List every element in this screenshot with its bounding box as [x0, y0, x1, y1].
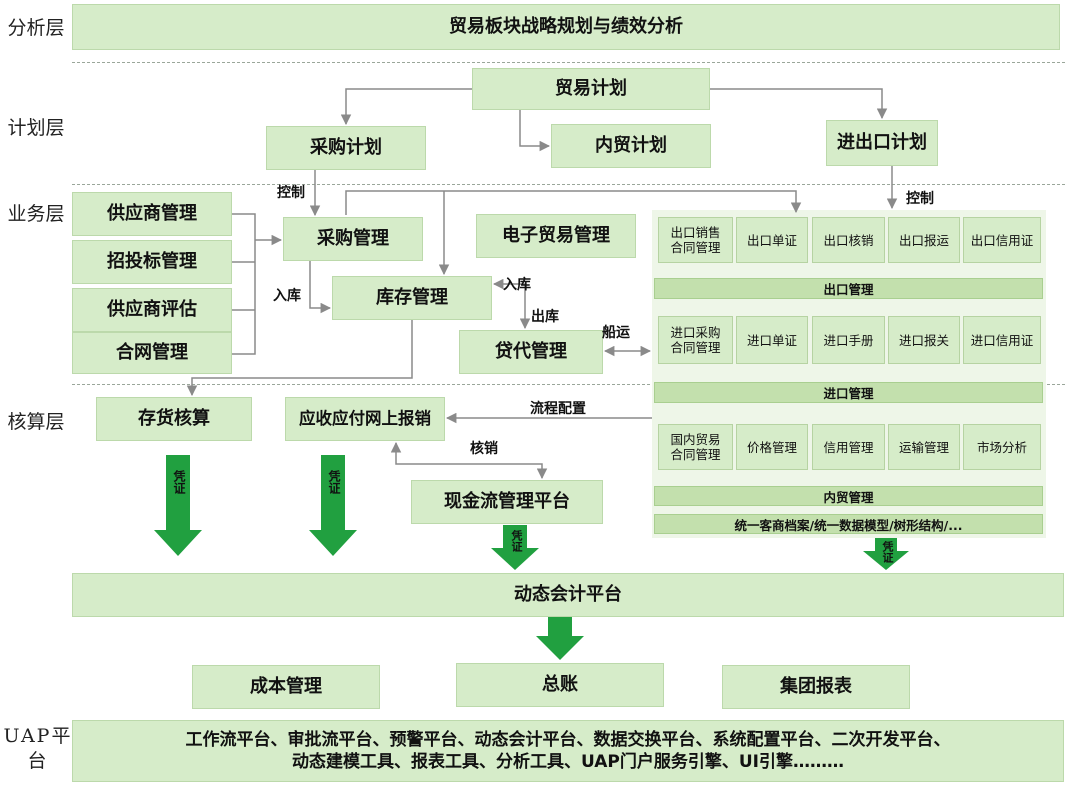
- voucher-label-ar-ap: 凭证: [327, 470, 341, 494]
- label-write-off: 核销: [470, 441, 498, 457]
- export-item: 出口信用证: [963, 217, 1041, 263]
- label-flow-config: 流程配置: [530, 401, 586, 417]
- voucher-arrow-cash-flow: [491, 525, 539, 570]
- voucher-arrow-inventory: [154, 455, 202, 556]
- connector-trade-to-domestic-plan: [519, 110, 551, 152]
- bidding-mgmt-box: 招投标管理: [72, 240, 232, 284]
- import-item: 进口信用证: [963, 316, 1041, 364]
- layer-label-plan: 计划层: [7, 117, 65, 139]
- cash-flow-platform-box: 现金流管理平台: [411, 480, 603, 524]
- contract-mgmt-box: 合网管理: [72, 332, 232, 374]
- connector-trade-to-ie-plan: [710, 88, 888, 120]
- domestic-plan-box: 内贸计划: [551, 124, 711, 168]
- export-item: 出口单证: [736, 217, 808, 263]
- unified-data-bar: 统一客商档案/统一数据模型/树形结构/...: [654, 514, 1043, 534]
- voucher-arrow-ar-ap: [309, 455, 357, 556]
- voucher-label-cash-flow: 凭证: [510, 530, 523, 552]
- trade-management-panel: [652, 210, 1046, 538]
- label-stock-in-right: 入库: [503, 277, 531, 293]
- domestic-item: 运输管理: [888, 424, 960, 470]
- layer-label-analysis: 分析层: [7, 17, 65, 39]
- uap-line: 动态建模工具、报表工具、分析工具、UAP门户服务引擎、UI引擎………: [291, 752, 845, 772]
- ecommerce-mgmt-box: 电子贸易管理: [476, 214, 636, 258]
- connector-stock-in-right: [492, 278, 526, 300]
- import-item: 进口单证: [736, 316, 808, 364]
- domestic-item: 国内贸易 合同管理: [658, 424, 733, 470]
- connector-top-loop: [345, 190, 802, 215]
- label-control-left: 控制: [277, 185, 305, 201]
- separator-analysis-plan: [72, 62, 1065, 63]
- voucher-label-inventory: 凭证: [172, 470, 186, 494]
- cost-mgmt-box: 成本管理: [192, 665, 380, 709]
- forwarding-mgmt-box: 贷代管理: [459, 330, 603, 374]
- trade-plan-box: 贸易计划: [472, 68, 710, 110]
- connector-suppliers-bracket: [232, 213, 281, 355]
- import-item: 进口报关: [888, 316, 960, 364]
- layer-label-uap: UAP平台: [3, 725, 73, 772]
- connector-write-off: [390, 441, 548, 480]
- ar-ap-box: 应收应付网上报销: [285, 397, 445, 441]
- connector-stock-in-left: [309, 261, 332, 314]
- label-stock-in-left: 入库: [273, 288, 301, 304]
- separator-business-accounting: [72, 384, 1065, 385]
- inventory-accounting-box: 存货核算: [96, 397, 252, 441]
- import-item: 进口手册: [812, 316, 885, 364]
- import-mgmt-bar: 进口管理: [654, 382, 1043, 403]
- supplier-mgmt-box: 供应商管理: [72, 192, 232, 236]
- export-item: 出口报运: [888, 217, 960, 263]
- domestic-item: 信用管理: [812, 424, 885, 470]
- uap-line: 工作流平台、审批流平台、预警平台、动态会计平台、数据交换平台、系统配置平台、二次…: [185, 729, 951, 750]
- connector-trade-to-purchase-plan: [340, 88, 472, 126]
- label-stock-out: 出库: [531, 309, 559, 325]
- layer-label-business: 业务层: [7, 203, 65, 225]
- export-item: 出口核销: [812, 217, 885, 263]
- connector-inventory-to-accounting: [186, 320, 413, 397]
- dynamic-accounting-platform-box: 动态会计平台: [72, 573, 1064, 617]
- purchase-plan-box: 采购计划: [266, 126, 426, 170]
- voucher-arrow-panel: [863, 538, 909, 570]
- purchase-mgmt-box: 采购管理: [283, 217, 423, 261]
- arrow-platform-to-ledger: [536, 617, 584, 660]
- strategy-analysis-box: 贸易板块战略规划与绩效分析: [72, 4, 1060, 50]
- uap-platform-box: 工作流平台、审批流平台、预警平台、动态会计平台、数据交换平台、系统配置平台、二次…: [72, 720, 1064, 782]
- layer-label-accounting: 核算层: [7, 411, 65, 433]
- import-export-plan-box: 进出口计划: [826, 120, 938, 166]
- inventory-mgmt-box: 库存管理: [332, 276, 492, 320]
- label-control-right: 控制: [906, 191, 934, 207]
- domestic-item: 市场分析: [963, 424, 1041, 470]
- general-ledger-box: 总账: [456, 663, 664, 707]
- group-report-box: 集团报表: [722, 665, 910, 709]
- export-item: 出口销售 合同管理: [658, 217, 733, 263]
- supplier-eval-box: 供应商评估: [72, 288, 232, 332]
- domestic-item: 价格管理: [736, 424, 808, 470]
- import-item: 进口采购 合同管理: [658, 316, 733, 364]
- separator-plan-business: [72, 184, 1065, 185]
- voucher-label-panel: 凭证: [881, 541, 894, 563]
- domestic-mgmt-bar: 内贸管理: [654, 486, 1043, 506]
- export-mgmt-bar: 出口管理: [654, 278, 1043, 299]
- label-shipping: 船运: [602, 325, 630, 341]
